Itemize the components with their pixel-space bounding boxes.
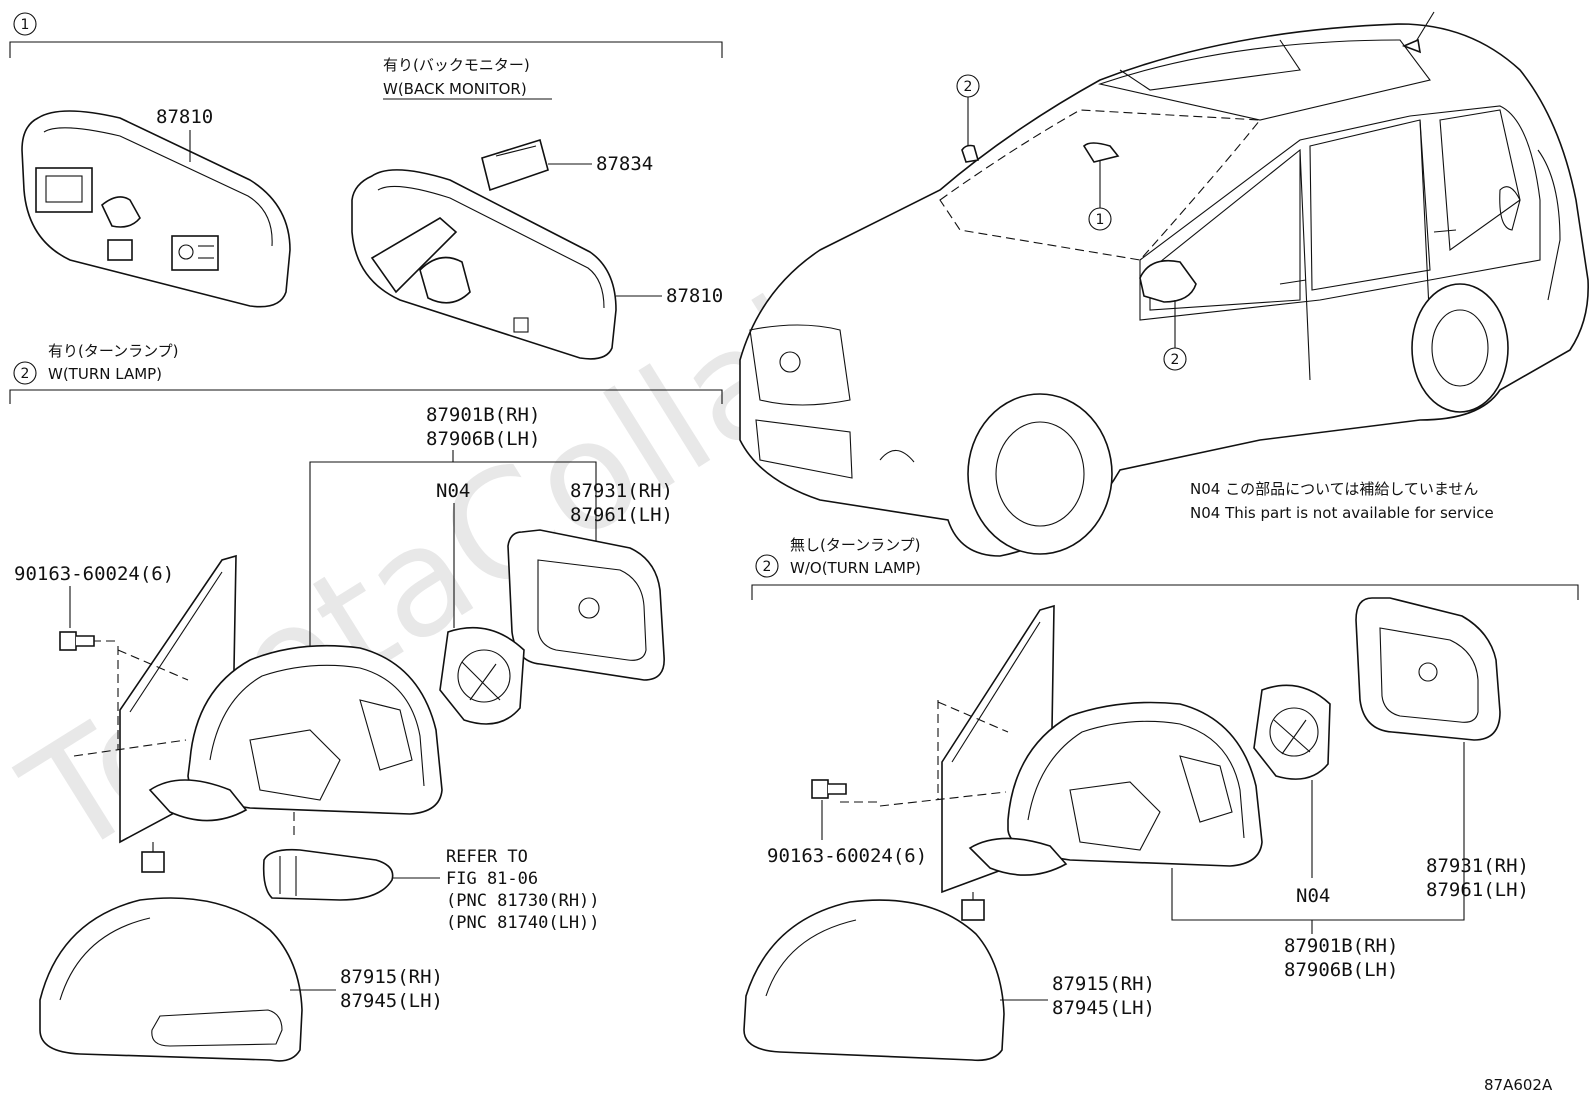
note-jp: N04 この部品については補給していません [1190,480,1478,498]
without-turn-lamp-en: W/O(TURN LAMP) [790,559,921,577]
section-1-marker-circle [13,12,37,36]
section-1-inner-mirror: 1 有り(バックモニター) W(BACK MONITOR) 87810 [9,12,723,360]
bolt-right [811,779,847,799]
vehicle-marker-2-door: 2 [1171,352,1180,368]
figure-code: 87A602A [1484,1076,1553,1094]
label-87810-a: 87810 [156,106,213,128]
label-87945-lh-left: 87945(LH) [340,990,443,1012]
vehicle-illustration [739,11,1589,557]
label-bolt-right: 90163-60024(6) [767,845,927,867]
section-1-bracket [9,41,723,58]
section-2b-marker: 2 [763,559,772,575]
label-n04-right: N04 [1296,885,1330,907]
label-n04-left: N04 [436,480,470,502]
label-87915-rh-right: 87915(RH) [1052,973,1155,995]
vehicle-marker-1: 1 [1096,212,1105,228]
back-monitor-jp: 有り(バックモニター) [383,56,530,74]
refer-to-line2: FIG 81-06 [446,869,538,889]
section-2-without-turn-lamp: 無し(ターンランプ) 2 W/O(TURN LAMP) [743,536,1579,1062]
mirror-cover-left [39,897,303,1062]
label-87810-b: 87810 [666,285,723,307]
mirror-glass-right [1355,597,1501,741]
section-2a-bracket [9,389,723,404]
bracket-87901-right [1171,742,1465,921]
section-2a-marker-circle [13,361,37,385]
refer-to-line4: (PNC 81740(LH)) [446,913,600,933]
mirror-housing-right [968,701,1263,876]
label-87901b-rh-right: 87901B(RH) [1284,935,1398,957]
assembly-dash-right [840,700,1009,807]
section-2-with-turn-lamp: 有り(ターンランプ) 2 W(TURN LAMP) 87901B(RH) 879… [9,342,723,1062]
inner-mirror-right [351,138,617,360]
mirror-actuator-left [439,626,525,725]
label-87961-lh-left: 87961(LH) [570,504,673,526]
inner-mirror-left [21,110,291,308]
label-87906b-lh-left: 87906B(LH) [426,428,540,450]
mirror-housing-left [148,644,443,822]
mirror-actuator-right [1253,684,1331,780]
section-1-marker: 1 [21,17,30,33]
bolt-left [59,631,95,651]
note-en: N04 This part is not available for servi… [1190,504,1494,522]
section-2b-bracket [751,584,1579,600]
turn-lamp-jp: 有り(ターンランプ) [48,342,179,360]
label-87931-rh-right: 87931(RH) [1426,855,1529,877]
without-turn-lamp-jp: 無し(ターンランプ) [790,536,921,554]
label-87945-lh-right: 87945(LH) [1052,997,1155,1019]
label-87834: 87834 [596,153,653,175]
label-87961-lh-right: 87961(LH) [1426,879,1529,901]
label-87931-rh-left: 87931(RH) [570,480,673,502]
label-87906b-lh-right: 87906B(LH) [1284,959,1398,981]
mirror-glass-left [507,529,665,681]
mirror-cover-right [743,899,1005,1062]
vehicle-marker-2-top: 2 [964,79,973,95]
vehicle-markers: 2 1 2 [956,74,1187,371]
refer-to-line1: REFER TO [446,847,528,867]
refer-to-line3: (PNC 81730(RH)) [446,891,600,911]
section-2a-marker: 2 [21,366,30,382]
label-bolt-left: 90163-60024(6) [14,563,174,585]
label-87901b-rh-left: 87901B(RH) [426,404,540,426]
turn-lamp-en: W(TURN LAMP) [48,365,162,383]
turn-lamp [262,848,394,901]
back-monitor-en: W(BACK MONITOR) [383,80,527,98]
section-2b-marker-circle [755,554,779,578]
label-87915-rh-left: 87915(RH) [340,966,443,988]
assembly-dash-left [73,640,189,757]
